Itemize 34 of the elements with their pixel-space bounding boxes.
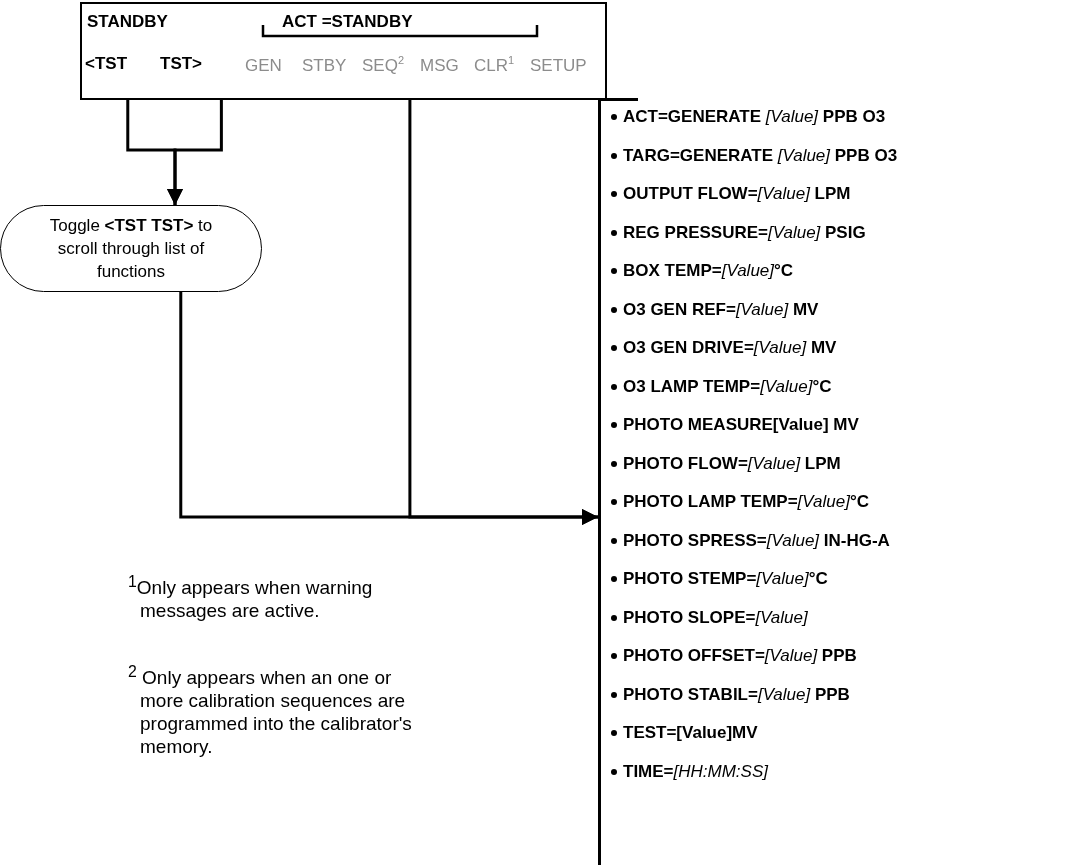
list-item: PHOTO LAMP TEMP=[Value]°C [609, 492, 869, 512]
list-item: BOX TEMP=[Value]°C [609, 261, 794, 281]
instruction-text: Toggle <TST TST> to scroll through list of functions [48, 215, 214, 283]
menu-label: MSG [420, 56, 459, 76]
list-item: PHOTO FLOW=[Value] LPM [609, 453, 841, 474]
menu-label: SEQ$^{2}$ [362, 56, 405, 76]
menu-label: SETUP [530, 56, 587, 76]
display-text: ACT =STANDBY [282, 12, 413, 32]
list-item: PHOTO SPRESS=[Value] IN-HG-A [609, 530, 890, 551]
list-item: O3 GEN REF=[Value] MV [609, 299, 819, 320]
list-item: TARG=GENERATE [Value] PPB O3 [609, 145, 898, 166]
list-item: TIME=[HH:MM:SS] [609, 761, 768, 782]
list-item: PHOTO MEASURE[Value] MV [609, 415, 859, 435]
key-label: <TST [85, 54, 128, 74]
list-item: O3 LAMP TEMP=[Value]°C [609, 376, 832, 397]
footnote: $^{1}$Only appears when warning messages are active. [128, 572, 374, 623]
list-item: PHOTO SLOPE=[Value] [609, 607, 808, 628]
footnote: $^{2}$ Only appears when an one or more calibration sequences are programmed into the calibrator's memory. [128, 662, 413, 759]
list-item: PHOTO STEMP=[Value]°C [609, 569, 828, 589]
menu-label: GEN [245, 56, 282, 76]
key-label: TST> [160, 54, 203, 74]
list-item: PHOTO OFFSET=[Value] PPB [609, 646, 857, 666]
list-item: PHOTO STABIL=[Value] PPB [609, 684, 850, 705]
list-item: REG PRESSURE=[Value] PSIG [609, 222, 866, 243]
menu-label: CLR$^{1}$ [474, 56, 515, 76]
display-text: STANDBY [87, 12, 168, 32]
list-item: OUTPUT FLOW=[Value] LPM [609, 184, 851, 204]
list-item: O3 GEN DRIVE=[Value] MV [609, 338, 837, 358]
list-item: TEST=[Value]MV [609, 723, 758, 743]
list-item: ACT=GENERATE [Value] PPB O3 [609, 107, 886, 127]
display-screen [80, 2, 607, 100]
menu-label: STBY [302, 56, 347, 76]
arrow [167, 100, 223, 205]
arrow [408, 100, 598, 525]
